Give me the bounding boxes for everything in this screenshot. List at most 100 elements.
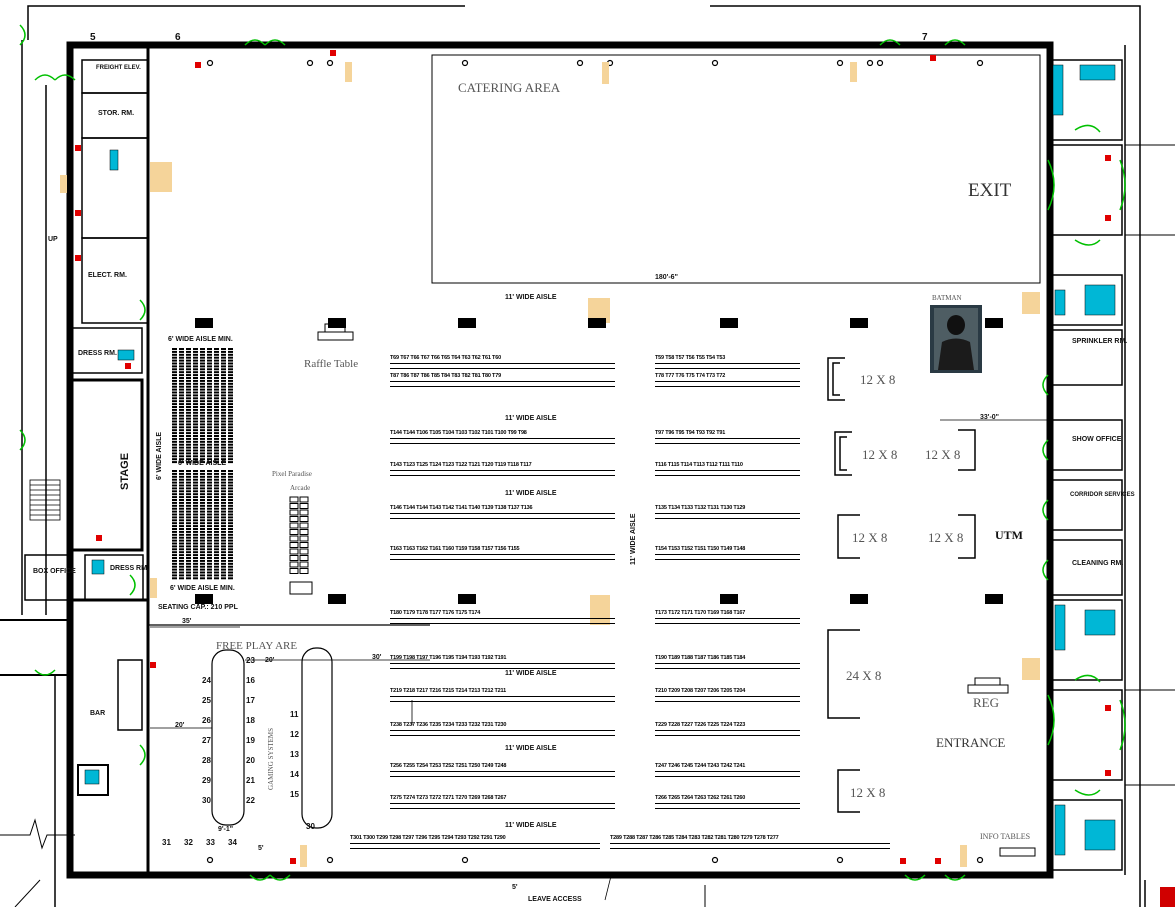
seat bbox=[179, 379, 184, 382]
seat bbox=[207, 449, 212, 452]
seat bbox=[172, 571, 177, 574]
dress-rm-2: DRESS RM. bbox=[110, 565, 149, 572]
seat bbox=[228, 400, 233, 403]
seat bbox=[186, 525, 191, 528]
booth-table-strip bbox=[655, 438, 800, 444]
seat bbox=[200, 403, 205, 406]
seat bbox=[228, 443, 233, 446]
seat bbox=[193, 420, 198, 423]
seat bbox=[214, 504, 219, 507]
seat bbox=[214, 365, 219, 368]
seat bbox=[179, 365, 184, 368]
seat bbox=[186, 365, 191, 368]
seat bbox=[200, 417, 205, 420]
seat bbox=[228, 577, 233, 580]
seat bbox=[200, 379, 205, 382]
seat bbox=[172, 470, 177, 472]
seat bbox=[172, 432, 177, 435]
seat bbox=[221, 487, 226, 490]
seat bbox=[193, 525, 198, 528]
seat bbox=[207, 565, 212, 568]
booth-row-right: T247 T246 T245 T244 T243 T242 T241 bbox=[655, 763, 746, 769]
booth-row-right: T135 T134 T133 T132 T131 T130 T129 bbox=[655, 505, 746, 511]
gaming-station-number: 20 bbox=[246, 756, 255, 765]
seat bbox=[214, 458, 219, 461]
seat bbox=[221, 530, 226, 533]
seat bbox=[186, 530, 191, 533]
seat bbox=[221, 562, 226, 565]
seat bbox=[221, 417, 226, 420]
seat bbox=[193, 554, 198, 557]
seat bbox=[193, 542, 198, 545]
seat bbox=[200, 365, 205, 368]
seat bbox=[214, 542, 219, 545]
seat bbox=[221, 368, 226, 371]
seat bbox=[214, 411, 219, 414]
aisle-6-min-bottom: 6' WIDE AISLE MIN. bbox=[170, 585, 235, 592]
stor-rm-label: STOR. RM. bbox=[98, 110, 135, 117]
space-label: 24 X 8 bbox=[846, 668, 882, 683]
seat bbox=[221, 571, 226, 574]
support-tables bbox=[60, 62, 1040, 867]
seat bbox=[214, 391, 219, 394]
seat bbox=[221, 377, 226, 379]
seat bbox=[228, 513, 233, 516]
seat bbox=[207, 522, 212, 525]
arcade-machine bbox=[289, 509, 299, 516]
seat bbox=[200, 554, 205, 557]
seat bbox=[214, 432, 219, 435]
seat bbox=[186, 388, 191, 391]
seat bbox=[228, 522, 233, 525]
seat bbox=[221, 400, 226, 403]
seat bbox=[186, 548, 191, 551]
seat bbox=[172, 414, 177, 417]
seat bbox=[228, 365, 233, 368]
seat bbox=[200, 530, 205, 533]
seat bbox=[172, 374, 177, 377]
seat bbox=[186, 353, 191, 356]
seat bbox=[193, 374, 198, 377]
seat bbox=[193, 528, 198, 530]
seat bbox=[221, 472, 226, 475]
dim-5: 5' bbox=[258, 845, 264, 852]
seat bbox=[186, 461, 191, 464]
seat bbox=[200, 475, 205, 478]
seat bbox=[221, 350, 226, 353]
seat bbox=[221, 554, 226, 557]
seat bbox=[179, 391, 184, 394]
seat bbox=[214, 362, 219, 365]
seat bbox=[172, 365, 177, 368]
seat bbox=[186, 554, 191, 557]
seat bbox=[228, 455, 233, 458]
seat bbox=[186, 501, 191, 504]
doors bbox=[19, 24, 1126, 881]
seat bbox=[228, 490, 233, 493]
seat bbox=[186, 348, 191, 350]
seat bbox=[221, 536, 226, 539]
seat bbox=[221, 385, 226, 388]
seat bbox=[200, 458, 205, 461]
seat bbox=[214, 437, 219, 440]
seat bbox=[207, 571, 212, 574]
seat bbox=[228, 574, 233, 577]
seat bbox=[179, 496, 184, 499]
arcade-machine bbox=[299, 509, 309, 516]
seat bbox=[207, 545, 212, 548]
seat bbox=[228, 379, 233, 382]
seat bbox=[221, 406, 226, 408]
seat bbox=[193, 400, 198, 403]
seat bbox=[186, 475, 191, 478]
door-5: 5 bbox=[90, 32, 96, 43]
seat bbox=[179, 507, 184, 510]
seat bbox=[186, 400, 191, 403]
seat bbox=[214, 377, 219, 379]
seat bbox=[214, 574, 219, 577]
seat bbox=[193, 379, 198, 382]
seat bbox=[186, 522, 191, 525]
seat bbox=[221, 388, 226, 391]
gaming-station-number: 30 bbox=[306, 822, 315, 831]
seat bbox=[214, 440, 219, 443]
seat bbox=[172, 542, 177, 545]
booth-row-left: T146 T144 T144 T143 T142 T141 T140 T139 … bbox=[390, 505, 533, 511]
seat bbox=[207, 470, 212, 472]
